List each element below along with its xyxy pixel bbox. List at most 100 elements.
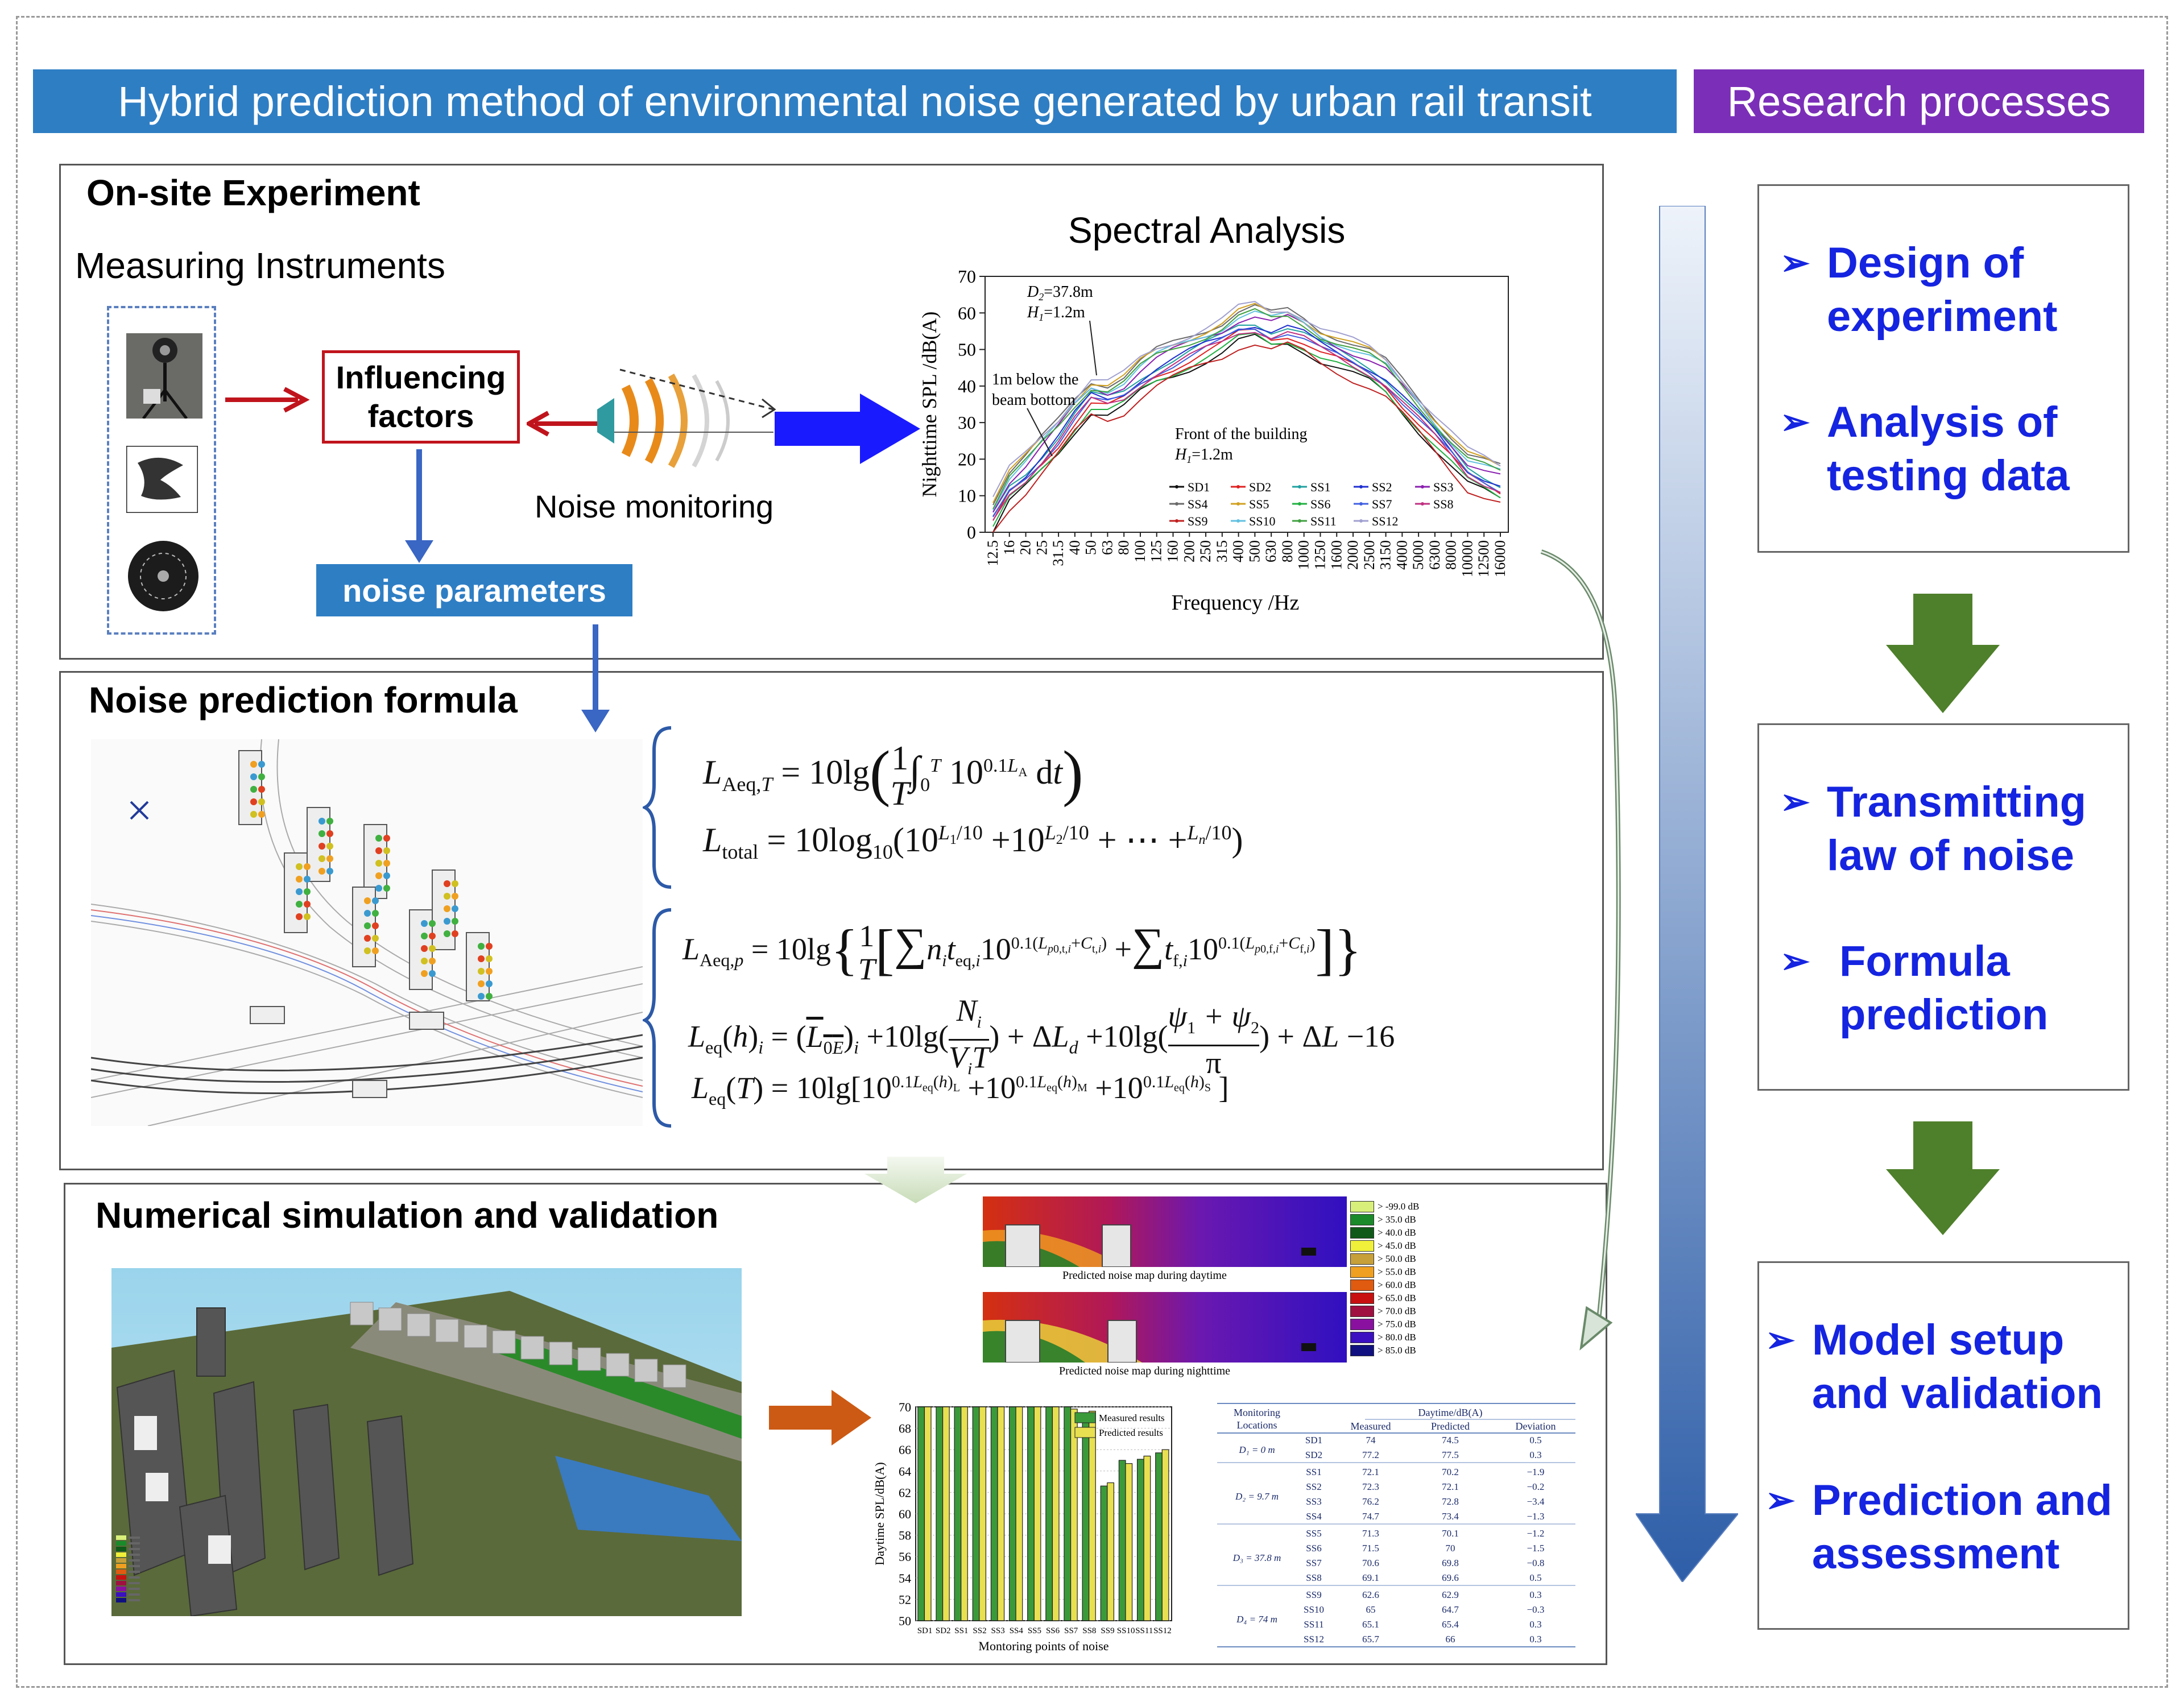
table-cell: SS4 (1306, 1511, 1322, 1522)
table-header-daytime: Daytime/dB(A) (1418, 1407, 1483, 1419)
receiver-point (258, 811, 265, 818)
map-legend-label: > 70.0 dB (1378, 1305, 1416, 1316)
spectral-y-label: Nighttime SPL /dB(A) (918, 312, 941, 498)
spectral-legend-label: SS8 (1433, 497, 1453, 511)
receiver-point (250, 798, 257, 805)
table-cell: −0.8 (1527, 1558, 1545, 1568)
receiver-point (486, 968, 493, 975)
bar (1045, 1406, 1053, 1621)
spectral-legend-marker (1175, 502, 1178, 506)
chevron-right-icon: ➢ (1780, 243, 1810, 283)
bar (1008, 1406, 1016, 1621)
map-legend-swatch (1350, 1200, 1374, 1212)
spectral-x-tick-label: 12.5 (985, 540, 1001, 566)
spectral-legend-label: SS5 (1249, 497, 1269, 511)
table-cell: −1.5 (1527, 1543, 1545, 1554)
spectral-x-tick-label: 100 (1132, 540, 1148, 562)
side-title: Research processes (1727, 77, 2111, 125)
map-legend-swatch (1350, 1344, 1374, 1356)
table-cell: 65.4 (1442, 1619, 1459, 1630)
receiver-point (383, 835, 390, 842)
table-cell: 70.1 (1442, 1528, 1459, 1539)
map-legend-swatch (1350, 1318, 1374, 1330)
table-cell: −1.2 (1527, 1528, 1545, 1539)
simulation-title: Numerical simulation and validation (96, 1195, 719, 1236)
spectral-x-tick-label: 500 (1246, 540, 1263, 562)
spectral-plot-frame (985, 276, 1509, 533)
receiver-point (364, 897, 371, 904)
main-title: Hybrid prediction method of environmenta… (118, 77, 1592, 125)
process-box-1 (1757, 184, 2129, 553)
influencing-factors-label: Influencing factors (336, 359, 506, 434)
receiver-point (258, 786, 265, 793)
spectral-series-line (992, 325, 1501, 517)
map-legend-row: > 50.0 dB (1350, 1252, 1430, 1265)
city-legend-text-placeholder (129, 1565, 140, 1567)
table-cell: −1.3 (1527, 1511, 1545, 1522)
map-legend-row: > 55.0 dB (1350, 1265, 1430, 1278)
table-cell: 65.1 (1362, 1619, 1379, 1630)
spectral-legend-label: SS2 (1372, 480, 1392, 494)
bar (1064, 1406, 1072, 1621)
city-legend-swatch (116, 1570, 126, 1574)
noise-map-nighttime (983, 1292, 1347, 1363)
red-arrow-right (225, 387, 310, 413)
noise-map-legend: > -99.0 dB> 35.0 dB> 40.0 dB> 45.0 dB> 5… (1350, 1200, 1430, 1359)
blue-arrow-down-1 (405, 449, 433, 563)
red-arrow-left (527, 411, 601, 437)
table-cell: 65.7 (1362, 1634, 1379, 1645)
spectral-legend-label: SS12 (1372, 514, 1398, 528)
map-legend-label: > 85.0 dB (1378, 1344, 1416, 1356)
receiver-point (375, 885, 382, 892)
table-cell: 70.6 (1362, 1558, 1379, 1568)
receiver-point (444, 893, 450, 900)
bar-x-tick-label: SS9 (1101, 1626, 1114, 1635)
table-cell: SS8 (1306, 1572, 1321, 1583)
spectral-y-tick-label: 50 (958, 339, 976, 360)
bar-x-label: Montoring points of noise (978, 1639, 1108, 1653)
bar-y-tick-label: 64 (899, 1464, 911, 1479)
table-cell: SS11 (1304, 1619, 1323, 1630)
table-cell: 0.5 (1529, 1572, 1541, 1583)
map-legend-label: > 75.0 dB (1378, 1318, 1416, 1330)
table-group-label: D₃ = 37.8 m (1232, 1552, 1281, 1563)
spectral-x-tick-label: 630 (1263, 540, 1279, 562)
city-legend-text-placeholder (129, 1571, 140, 1573)
receiver-point (250, 761, 257, 768)
spectral-legend-label: SS9 (1188, 514, 1207, 528)
spectral-annotation-front: Front of the building (1175, 425, 1308, 443)
process-box-3 (1757, 1261, 2129, 1630)
spectral-x-tick-label: 1600 (1328, 540, 1345, 570)
city-legend-swatch (116, 1535, 126, 1540)
receiver-point (383, 872, 390, 879)
table-cell: 72.1 (1442, 1481, 1459, 1492)
receiver-point (429, 958, 436, 964)
bar-x-tick-label: SS2 (973, 1626, 986, 1635)
spectral-series-line (992, 308, 1501, 510)
instrument-rotary-dial (128, 541, 198, 611)
receiver-point (444, 905, 450, 912)
map-legend-label: > 60.0 dB (1378, 1279, 1416, 1290)
receiver-point (421, 920, 428, 927)
table-group-label: D₁ = 0 m (1238, 1444, 1275, 1455)
table-cell: 65 (1366, 1604, 1376, 1615)
spectral-legend-label: SS11 (1310, 514, 1337, 528)
map-legend-label: > 50.0 dB (1378, 1253, 1416, 1264)
table-cell: 70 (1446, 1543, 1455, 1554)
bar (1161, 1449, 1169, 1621)
table-cell: 66 (1446, 1634, 1455, 1645)
bar (1089, 1410, 1096, 1621)
city-legend-swatch (116, 1552, 126, 1557)
receiver-point (478, 943, 485, 950)
map-legend-label: > 35.0 dB (1378, 1214, 1416, 1225)
bar (997, 1406, 1005, 1621)
receiver-point (375, 872, 382, 879)
formula-leq-t: Leq(T) = 10lg[100.1Leq(h)L +100.1Leq(h)M… (692, 1071, 1229, 1109)
table-cell: 0.3 (1529, 1589, 1541, 1600)
receiver-point (318, 843, 325, 850)
spectral-legend-label: SD1 (1188, 480, 1210, 494)
bar (942, 1406, 950, 1621)
table-cell: 73.4 (1442, 1511, 1459, 1522)
